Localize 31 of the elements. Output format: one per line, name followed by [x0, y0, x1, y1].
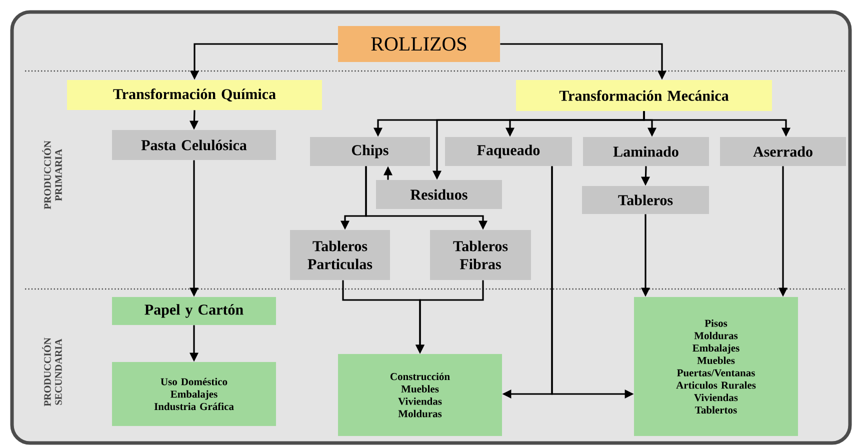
arrow: [551, 166, 634, 398]
section-label: PRODUCCIÓN PRIMARIA: [42, 140, 62, 210]
product-box: Residuos: [376, 180, 502, 209]
source-box: ROLLIZOS: [338, 26, 500, 62]
product-box: Faqueado: [445, 137, 572, 166]
product-box: Laminado: [583, 137, 709, 166]
process-box: Transformación Mecánica: [516, 80, 772, 111]
arrow: [500, 43, 666, 80]
product-box: Tableros Fibras: [430, 230, 531, 280]
arrow: [778, 166, 788, 297]
product-box: Aserrado: [720, 137, 846, 166]
use-list-box: Uso Doméstico Embalajes Industria Gráfica: [112, 362, 276, 426]
arrow: [190, 110, 198, 130]
use-list-box: Pisos Molduras Embalajes Muebles Puertas/Ventanas Articulos Rurales Viviendas Tablertos: [634, 297, 798, 436]
product-box: Pasta Celulósica: [112, 130, 276, 160]
arrow: [190, 325, 198, 362]
arrow: [641, 214, 650, 297]
section-label: PRODUCCIÓN SECUNDARIA: [42, 338, 62, 406]
use-list-box: Construcción Muebles Viviendas Molduras: [338, 354, 502, 436]
arrow: [190, 43, 338, 80]
product-box: Chips: [310, 137, 430, 166]
arrow: [643, 111, 790, 137]
product-box: Tableros: [582, 186, 709, 214]
product-box: Tableros Particulas: [290, 230, 390, 280]
product-box: Papel y Cartón: [112, 297, 276, 325]
arrow: [190, 160, 198, 297]
arrow: [641, 166, 650, 186]
arrow: [416, 280, 484, 354]
arrow: [384, 166, 392, 180]
process-box: Transformación Química: [67, 80, 322, 110]
arrow: [365, 166, 488, 230]
